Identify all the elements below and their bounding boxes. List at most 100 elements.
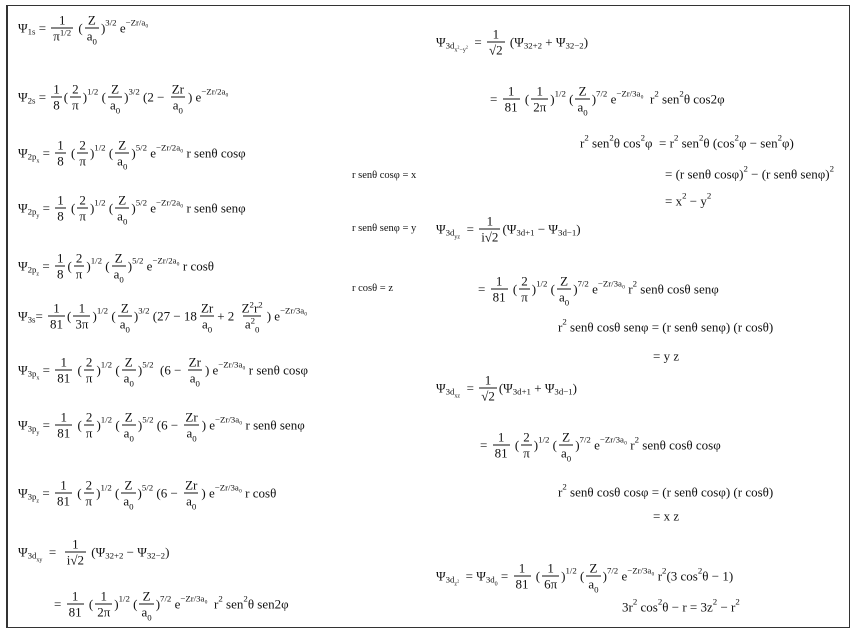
fraction-denominator: 6π	[542, 575, 560, 591]
math-text: ) e	[204, 362, 219, 378]
subscript: 0	[255, 325, 259, 334]
math-text: sen	[658, 91, 680, 107]
math-text: =	[35, 89, 50, 105]
fraction-denominator: π	[77, 207, 88, 223]
subscript: xz	[454, 393, 460, 399]
math-text: a	[186, 493, 192, 509]
math-text: Ψ	[436, 380, 446, 396]
math-text: 7/2	[596, 88, 608, 99]
subscript: 0	[195, 379, 199, 388]
math-text: 2	[743, 163, 748, 174]
math-text: e	[590, 437, 600, 453]
math-text: r senθ cosφ = x	[352, 169, 417, 181]
math-text: ) e	[201, 417, 216, 433]
math-text: 0	[122, 161, 128, 172]
math-text: r senθ senφ = y	[352, 222, 417, 234]
math-text: 5/2	[142, 414, 154, 425]
math-text: )	[137, 362, 143, 378]
fraction-numerator: 1	[494, 275, 505, 289]
superscript: 2	[218, 593, 223, 604]
math-text: x	[454, 47, 458, 54]
fraction-numerator: 1	[545, 562, 556, 576]
fraction-numerator: 2	[84, 356, 95, 370]
subscript: 0	[179, 106, 183, 115]
math-text: 1	[492, 26, 500, 42]
math-text: r	[643, 91, 655, 107]
subscript: 0	[583, 108, 587, 117]
math-text: e	[171, 596, 181, 612]
math-text: = y z	[653, 348, 680, 364]
math-text: 2	[521, 273, 528, 289]
superscript: 2	[682, 191, 686, 201]
math-text: z	[36, 271, 40, 278]
math-text: )	[96, 485, 101, 501]
math-text: 2	[457, 578, 460, 584]
math-text: )	[124, 89, 129, 105]
math-text: 81	[492, 289, 506, 305]
subscript: 0	[123, 162, 127, 171]
fraction-denominator: 81	[502, 98, 520, 114]
math-text: e	[607, 91, 617, 107]
math-text: (	[532, 568, 541, 584]
superscript: 2	[457, 578, 460, 584]
fraction-numerator: 1	[59, 356, 70, 370]
math-text: 3p	[27, 491, 37, 502]
subscript: 1s	[28, 27, 36, 37]
math-text: )	[92, 308, 97, 324]
math-text: −Zr/3a₀	[280, 305, 308, 316]
math-text: (	[105, 145, 114, 161]
math-text: 0	[494, 581, 498, 588]
math-text: )	[602, 568, 607, 584]
fraction-denominator: 81	[55, 424, 73, 440]
math-text: 2	[218, 593, 223, 604]
math-text: + Ψ	[530, 380, 555, 396]
math-text: 5/2	[135, 197, 147, 208]
relation-z: r cosθ = z	[352, 283, 393, 295]
superscript: 1/2	[97, 306, 108, 316]
math-text: φ − sen	[738, 135, 778, 151]
math-text: 2	[79, 137, 86, 153]
math-text: 0	[92, 36, 97, 47]
math-text: =	[35, 20, 50, 36]
math-text: sen	[222, 596, 244, 612]
math-text: 2	[712, 596, 718, 607]
math-text: 5/2	[141, 482, 154, 493]
math-text: 2	[249, 299, 254, 310]
math-text: (27 − 18	[149, 308, 197, 324]
math-text: 2	[72, 81, 79, 97]
fraction-numerator: Z	[141, 590, 153, 604]
math-text: 0	[115, 105, 121, 116]
math-text: 1	[484, 372, 492, 388]
math-text: =	[467, 34, 485, 50]
math-text: r senθ cosφ	[183, 145, 246, 161]
superscript: 3/2	[138, 306, 149, 316]
math-text: =	[39, 200, 54, 216]
superscript: 1/2	[94, 198, 105, 208]
math-text: (	[75, 20, 83, 36]
math-text: 2	[523, 429, 530, 445]
subscript: z	[36, 271, 39, 277]
math-text: 81	[57, 370, 71, 386]
superscript: 1/2	[94, 143, 105, 153]
math-text: −Zr/3a₀	[627, 565, 655, 576]
math-text: )	[531, 281, 537, 297]
math-text: 1/2	[538, 434, 550, 445]
superscript: 2	[562, 317, 566, 327]
math-text: 32−2	[565, 40, 584, 51]
superscript: 2	[707, 191, 711, 201]
math-text: 5/2	[132, 255, 144, 266]
superscript: −Zr/3a₀	[215, 483, 242, 493]
